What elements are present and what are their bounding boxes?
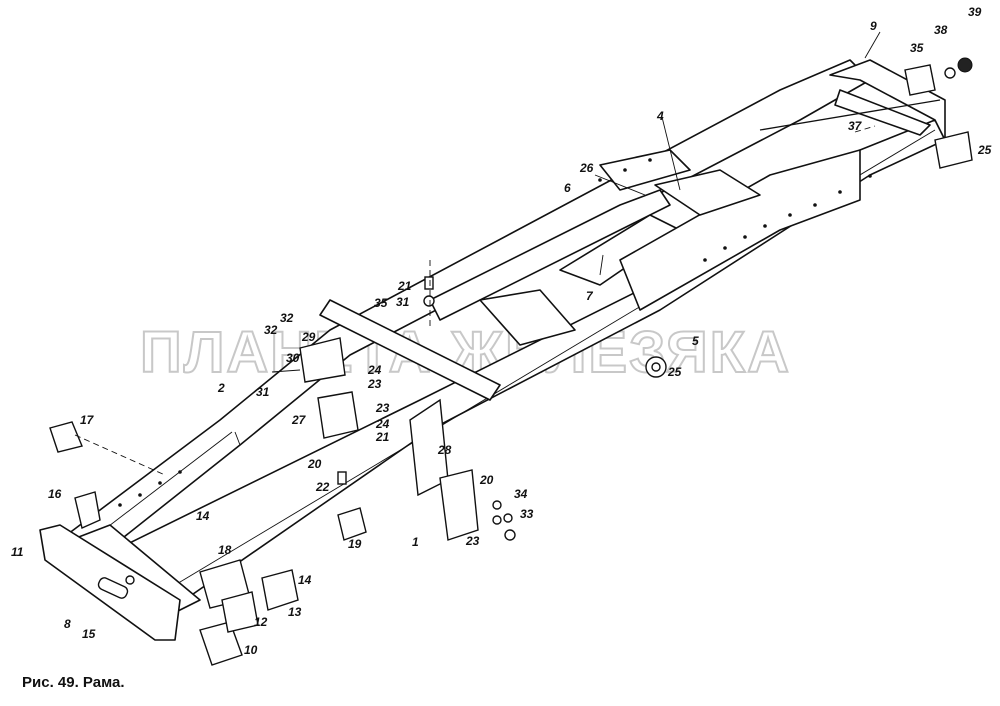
mid-plate — [599, 149, 691, 191]
callout-21b: 21 — [375, 430, 390, 444]
callout-23b: 23 — [375, 401, 390, 415]
callout-12: 12 — [254, 615, 268, 629]
callout-16: 16 — [48, 487, 62, 501]
callout-19: 19 — [348, 537, 362, 551]
callout-26: 26 — [579, 161, 594, 175]
mount-35 — [904, 64, 936, 96]
callout-labels: 1 2 4 5 6 7 8 9 10 11 12 13 14 14 15 16 … — [11, 5, 992, 657]
callout-39: 39 — [968, 5, 982, 19]
callout-30: 30 — [286, 351, 300, 365]
spring-bracket-20 — [439, 469, 479, 541]
callout-32a: 32 — [280, 311, 294, 325]
callout-33: 33 — [520, 507, 534, 521]
callout-18: 18 — [218, 543, 232, 557]
callout-23c: 23 — [465, 534, 480, 548]
bracket-27 — [317, 391, 359, 439]
figure-caption: Рис. 49. Рама. — [22, 674, 125, 691]
callout-20b: 20 — [479, 473, 494, 487]
callout-32b: 32 — [264, 323, 278, 337]
bolt-21 — [424, 276, 434, 290]
callout-25a: 25 — [667, 365, 682, 379]
callout-24b: 24 — [375, 417, 390, 431]
callout-7: 7 — [586, 289, 594, 303]
callout-5: 5 — [692, 334, 699, 348]
callout-1: 1 — [412, 535, 419, 549]
callout-17: 17 — [80, 413, 95, 427]
cap-38 — [944, 67, 956, 79]
callout-14a: 14 — [196, 509, 210, 523]
mounting-holes — [118, 158, 872, 507]
frame-drawing — [39, 31, 973, 666]
callout-31a: 31 — [256, 385, 270, 399]
callout-24a: 24 — [367, 363, 382, 377]
callout-11: 11 — [11, 545, 24, 559]
side-plate-5 — [619, 149, 861, 311]
bracket-13 — [261, 569, 299, 611]
callout-25b: 25 — [977, 143, 992, 157]
callout-31b: 31 — [396, 295, 410, 309]
callout-2: 2 — [217, 381, 225, 395]
callout-10: 10 — [244, 643, 258, 657]
crossmember-35 — [319, 299, 501, 401]
bracket-19 — [337, 507, 367, 541]
reinforcement-6 — [429, 189, 671, 321]
tow-hook-16 — [74, 491, 101, 529]
tow-hook-10 — [199, 621, 243, 666]
callout-29: 29 — [301, 330, 316, 344]
callout-37: 37 — [848, 119, 863, 133]
callout-4: 4 — [656, 109, 664, 123]
callout-15: 15 — [82, 627, 96, 641]
crossmember-4 — [654, 169, 761, 216]
rear-beam — [834, 89, 931, 136]
crossmember-mid — [479, 289, 576, 346]
callout-13: 13 — [288, 605, 302, 619]
bracket-29 — [299, 337, 346, 383]
callout-14b: 14 — [298, 573, 312, 587]
callout-27: 27 — [291, 413, 307, 427]
callout-8: 8 — [64, 617, 71, 631]
bracket-25-rear — [934, 131, 973, 169]
callout-35a: 35 — [374, 296, 388, 310]
callout-34: 34 — [514, 487, 528, 501]
callout-21a: 21 — [397, 279, 412, 293]
callout-23a: 23 — [367, 377, 382, 391]
plug-39 — [957, 57, 973, 73]
callout-38: 38 — [934, 23, 948, 37]
bracket-12 — [221, 591, 259, 633]
callout-22: 22 — [315, 480, 330, 494]
callout-35b: 35 — [910, 41, 924, 55]
bracket-17 — [49, 421, 83, 453]
callout-6: 6 — [564, 181, 571, 195]
callout-20a: 20 — [307, 457, 322, 471]
callout-28: 28 — [437, 443, 452, 457]
callout-9: 9 — [870, 19, 877, 33]
